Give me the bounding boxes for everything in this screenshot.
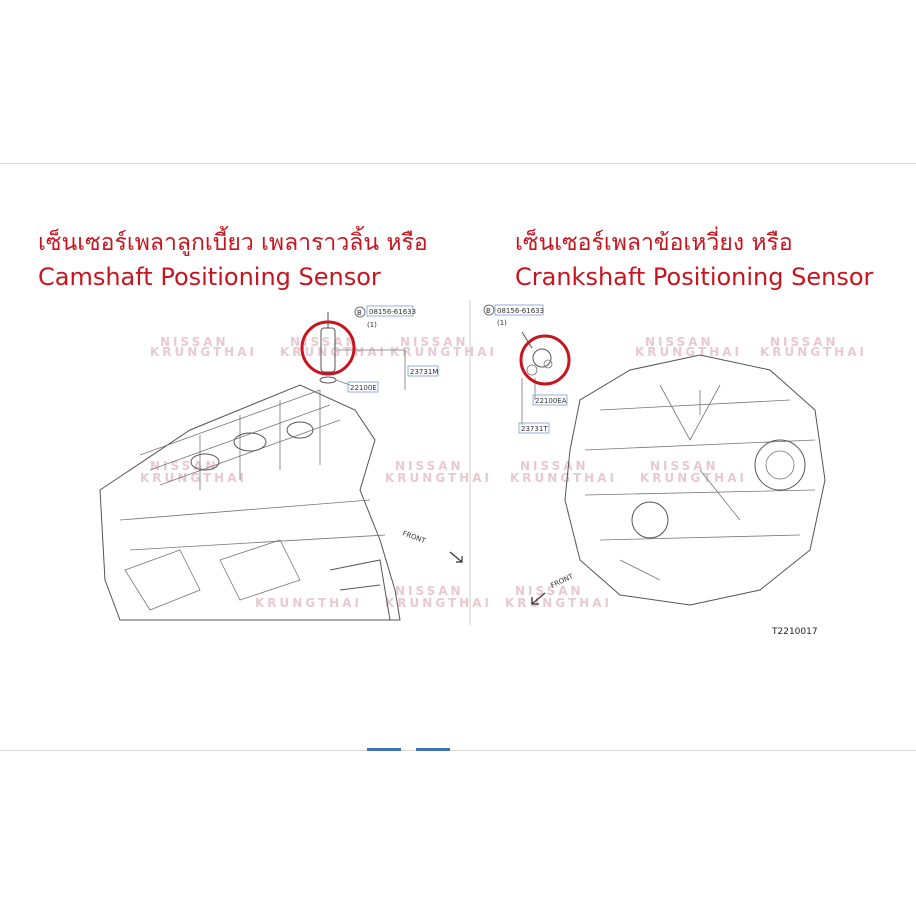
left-front-arrow-icon xyxy=(449,551,463,563)
crankshaft-title-thai: เซ็นเซอร์เพลาข้อเหวี่ยง หรือ xyxy=(515,230,793,256)
wm-nissan-10: NISSAN xyxy=(395,584,464,598)
right-labels: B 08156-61633 (1) 22100EA 23731T FRONT xyxy=(483,304,575,605)
wm-krungthai-4: KRUNGTHAI xyxy=(635,345,742,359)
tab-indicator-2 xyxy=(416,748,450,751)
parts-diagram: NISSAN KRUNGTHAI NISSAN KRUNGTHAI NISSAN… xyxy=(99,300,867,625)
left-ring-part: 23731M xyxy=(410,368,438,376)
engine-drawing xyxy=(99,312,406,621)
wm-nissan-2: NISSAN xyxy=(290,335,359,349)
wm-krungthai-9: KRUNGTHAI xyxy=(640,471,747,485)
wm-nissan-5: NISSAN xyxy=(770,335,839,349)
camshaft-highlight-ring xyxy=(300,320,356,376)
tab-indicator-1 xyxy=(367,748,401,751)
wm-nissan-4: NISSAN xyxy=(645,335,714,349)
wm-krungthai-6: KRUNGTHAI xyxy=(140,471,247,485)
crankshaft-highlight-ring xyxy=(519,334,571,386)
watermark-group: NISSAN KRUNGTHAI NISSAN KRUNGTHAI NISSAN… xyxy=(140,335,867,610)
wm-krungthai-12: KRUNGTHAI xyxy=(255,596,362,610)
right-ring-part: 23731T xyxy=(521,425,548,433)
right-callout: B xyxy=(486,307,491,315)
wm-nissan-3: NISSAN xyxy=(400,335,469,349)
crankshaft-title-english: Crankshaft Positioning Sensor xyxy=(515,263,874,291)
transmission-drawing xyxy=(519,331,826,606)
wm-krungthai-8: KRUNGTHAI xyxy=(510,471,617,485)
right-sensor-part: 22100EA xyxy=(535,397,567,405)
right-bolt-qty: (1) xyxy=(497,319,507,327)
wm-krungthai-2: KRUNGTHAI xyxy=(280,345,387,359)
wm-nissan-1: NISSAN xyxy=(160,335,229,349)
camshaft-title-thai: เซ็นเซอร์เพลาลูกเบี้ยว เพลาราวลิ้น หรือ xyxy=(38,230,428,256)
wm-krungthai-7: KRUNGTHAI xyxy=(385,471,492,485)
wm-nissan-11: NISSAN xyxy=(515,584,584,598)
right-front-arrow-icon xyxy=(531,592,546,605)
left-sensor-part: 22100E xyxy=(350,384,377,392)
camshaft-title-english: Camshaft Positioning Sensor xyxy=(38,263,381,291)
top-divider xyxy=(0,163,916,164)
wm-nissan-9: NISSAN xyxy=(650,459,719,473)
left-bolt-qty: (1) xyxy=(367,321,377,329)
wm-nissan-7: NISSAN xyxy=(395,459,464,473)
left-callout: B xyxy=(357,309,362,317)
crankshaft-title: เซ็นเซอร์เพลาข้อเหวี่ยง หรือ Crankshaft … xyxy=(515,226,873,294)
bottom-divider xyxy=(0,750,916,751)
wm-krungthai-1: KRUNGTHAI xyxy=(150,345,257,359)
right-bolt-part: 08156-61633 xyxy=(497,307,544,315)
wm-krungthai-3: KRUNGTHAI xyxy=(390,345,497,359)
wm-krungthai-10: KRUNGTHAI xyxy=(385,596,492,610)
wm-krungthai-11: KRUNGTHAI xyxy=(505,596,612,610)
wm-krungthai-5: KRUNGTHAI xyxy=(760,345,867,359)
diagram-code: T2210017 xyxy=(772,627,818,637)
left-bolt-part: 08156-61633 xyxy=(369,308,416,316)
camshaft-title: เซ็นเซอร์เพลาลูกเบี้ยว เพลาราวลิ้น หรือ … xyxy=(38,226,428,294)
left-front-label: FRONT xyxy=(401,529,427,545)
